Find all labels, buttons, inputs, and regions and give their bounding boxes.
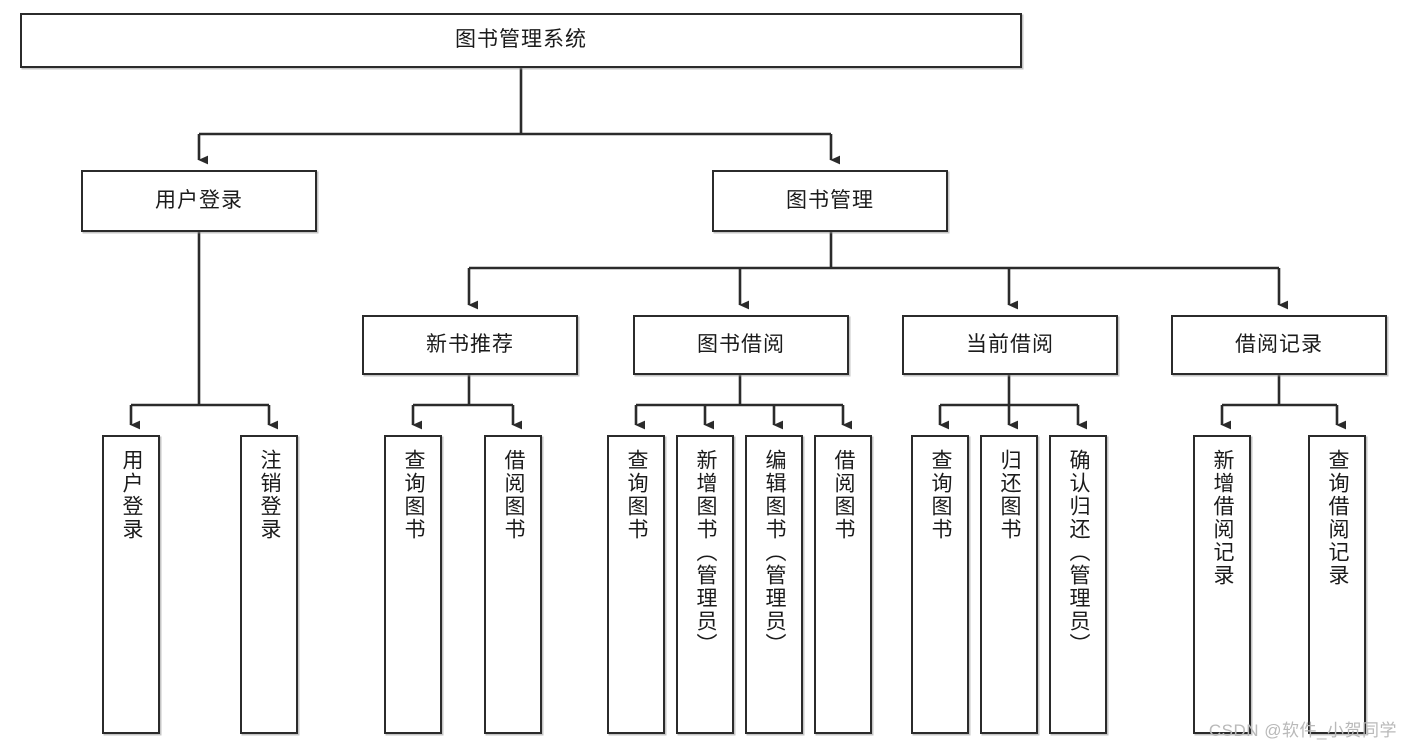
leaf-logout[interactable]: 注销登录 <box>240 435 298 734</box>
node-label: 图书借阅 <box>697 332 785 356</box>
node-label: 归还图书 <box>998 449 1022 541</box>
node-label: 借阅图书 <box>832 449 856 541</box>
node-label: 用户登录 <box>120 449 144 541</box>
node-current-borrow[interactable]: 当前借阅 <box>902 315 1118 375</box>
leaf-add-book-admin[interactable]: 新增图书（管理员） <box>676 435 734 734</box>
leaf-confirm-return-admin[interactable]: 确认归还（管理员） <box>1049 435 1107 734</box>
node-label: 借阅图书 <box>502 449 526 541</box>
leaf-query-book-recommend[interactable]: 查询图书 <box>384 435 442 734</box>
leaf-edit-book-admin[interactable]: 编辑图书（管理员） <box>745 435 803 734</box>
leaf-user-login[interactable]: 用户登录 <box>102 435 160 734</box>
node-label: 图书管理 <box>786 188 874 212</box>
node-label: 新增借阅记录 <box>1211 449 1235 587</box>
leaf-return-book[interactable]: 归还图书 <box>980 435 1038 734</box>
node-label: 编辑图书（管理员） <box>763 449 787 656</box>
node-book-borrow[interactable]: 图书借阅 <box>633 315 849 375</box>
node-label: 查询图书 <box>625 449 649 541</box>
node-root-system[interactable]: 图书管理系统 <box>20 13 1022 68</box>
node-label: 借阅记录 <box>1235 332 1323 356</box>
node-label: 当前借阅 <box>966 332 1054 356</box>
node-new-book-recommend[interactable]: 新书推荐 <box>362 315 578 375</box>
node-label: 新增图书（管理员） <box>694 449 718 656</box>
node-label: 查询图书 <box>402 449 426 541</box>
node-label: 确认归还（管理员） <box>1067 449 1091 656</box>
node-label: 新书推荐 <box>426 332 514 356</box>
leaf-add-borrow-record[interactable]: 新增借阅记录 <box>1193 435 1251 734</box>
leaf-query-borrow-record[interactable]: 查询借阅记录 <box>1308 435 1366 734</box>
node-label: 查询图书 <box>929 449 953 541</box>
leaf-borrow-book-recommend[interactable]: 借阅图书 <box>484 435 542 734</box>
node-label: 注销登录 <box>258 449 282 541</box>
node-user-login[interactable]: 用户登录 <box>81 170 317 232</box>
node-label: 查询借阅记录 <box>1326 449 1350 587</box>
leaf-query-book-borrow[interactable]: 查询图书 <box>607 435 665 734</box>
leaf-borrow-book[interactable]: 借阅图书 <box>814 435 872 734</box>
node-label: 用户登录 <box>155 188 243 212</box>
leaf-query-book-current[interactable]: 查询图书 <box>911 435 969 734</box>
node-label: 图书管理系统 <box>455 28 587 52</box>
node-book-management[interactable]: 图书管理 <box>712 170 948 232</box>
node-borrow-records[interactable]: 借阅记录 <box>1171 315 1387 375</box>
